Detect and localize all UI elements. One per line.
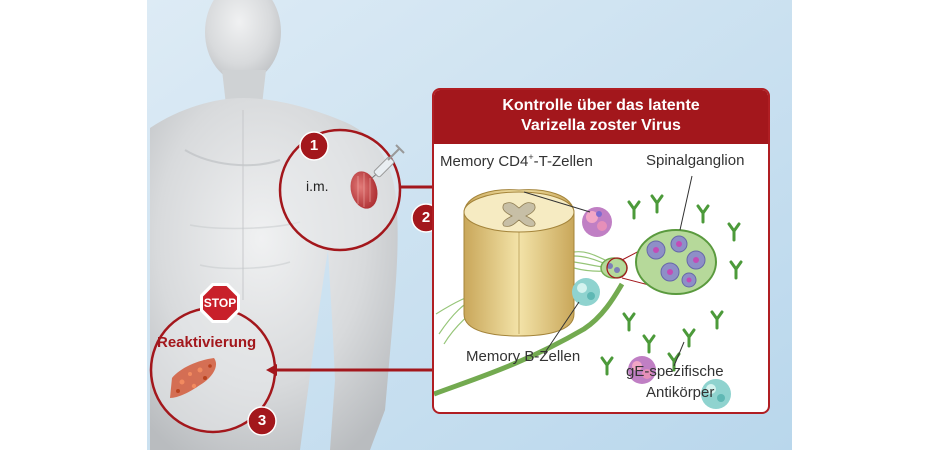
panel-title-line-1: Kontrolle über das latente xyxy=(502,97,700,114)
immune-illustration xyxy=(434,175,743,409)
rash-icon xyxy=(170,358,217,398)
virus-icon xyxy=(646,235,706,288)
label-injection: i.m. xyxy=(306,178,329,194)
injection-site-circle xyxy=(278,128,402,252)
label-memory-b: Memory B-Zellen xyxy=(466,348,581,365)
syringe-icon xyxy=(371,144,405,179)
antibody-icon xyxy=(600,194,743,376)
t-cell-icon xyxy=(582,207,612,237)
vzv-control-panel: Kontrolle über das latente Varizella zos… xyxy=(432,88,770,414)
step-badge-3 xyxy=(247,406,277,436)
label-spinalganglion: Spinalganglion xyxy=(646,152,745,169)
label-reactivation: Reaktivierung xyxy=(157,334,257,351)
b-cell-icon xyxy=(572,278,600,306)
panel-header: Kontrolle über das latente Varizella zos… xyxy=(434,90,768,144)
step-badge-1 xyxy=(299,131,329,161)
spinal-cord-icon xyxy=(463,189,575,337)
step-number-1: 1 xyxy=(309,137,319,154)
stop-sign-icon xyxy=(200,283,240,323)
ganglion-zoom xyxy=(635,229,717,295)
label-antibody-line-2: Antikörper xyxy=(646,384,715,401)
panel-title-line-2: Varizella zoster Virus xyxy=(521,117,681,134)
label-memory-cd4: Memory CD4+-T-Zellen xyxy=(440,152,593,170)
step-number-2: 2 xyxy=(421,209,431,226)
stop-sign-label: STOP xyxy=(203,296,237,310)
b-cell-icon-2 xyxy=(701,379,731,409)
t-cell-icon-2 xyxy=(628,356,656,384)
step-number-3: 3 xyxy=(257,412,267,429)
label-antibody-line-1: gE-spezifische xyxy=(626,363,724,380)
